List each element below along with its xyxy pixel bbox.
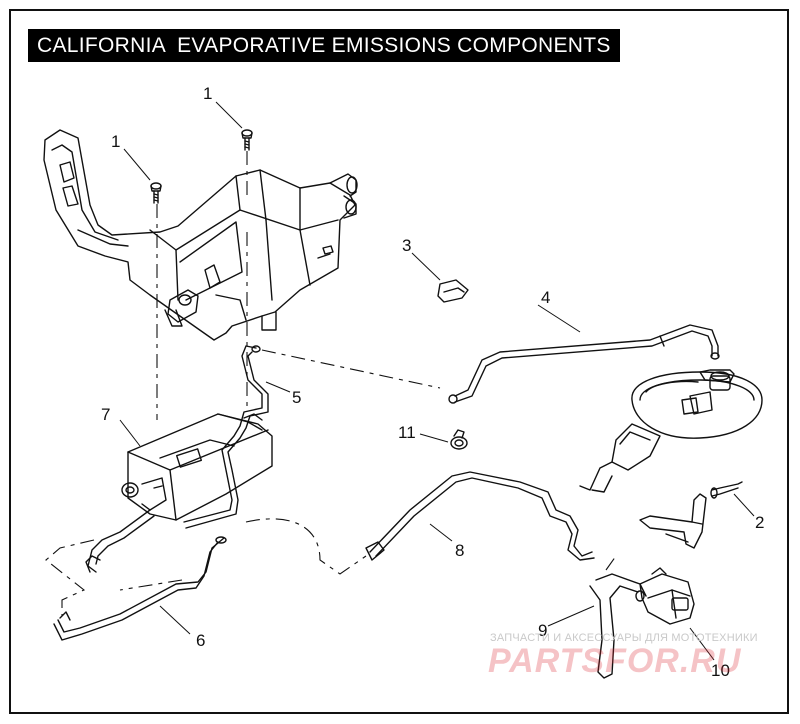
callout-7: 7 <box>101 405 110 424</box>
retaining-clip <box>437 279 469 303</box>
diagram-border <box>9 9 789 714</box>
hose-clamp <box>450 429 468 450</box>
charcoal-canister <box>121 413 273 521</box>
screw-1-lower <box>150 182 162 204</box>
watermark-logo: PARTSFOR.RU <box>488 642 742 680</box>
vent-hose <box>183 345 269 529</box>
callout-10: 10 <box>711 661 730 680</box>
callout-6: 6 <box>196 631 205 650</box>
canister-hose <box>53 509 227 641</box>
callout-5: 5 <box>292 388 301 407</box>
screw-1-upper <box>241 129 253 151</box>
diagram-title: CALIFORNIA EVAPORATIVE EMISSIONS COMPONE… <box>28 29 620 62</box>
callout-11: 11 <box>398 423 416 442</box>
callout-4: 4 <box>541 288 550 307</box>
callout-3: 3 <box>402 236 411 255</box>
purge-hose <box>448 324 720 404</box>
callout-8: 8 <box>455 541 464 560</box>
rollover-valve <box>635 567 695 625</box>
watermark-tagline: ЗАПЧАСТИ И АКСЕССУАРЫ ДЛЯ МОТОТЕХНИКИ <box>490 632 758 644</box>
bracket-and-screw <box>639 481 743 549</box>
tank-vent-hose <box>365 471 595 561</box>
callout-1-upper: 1 <box>203 84 212 103</box>
leader-lines <box>119 101 755 661</box>
callout-1-lower: 1 <box>111 132 120 151</box>
canister-bracket <box>43 129 358 341</box>
callout-9: 9 <box>538 621 547 640</box>
callout-2: 2 <box>755 513 764 532</box>
valve-hose <box>589 573 647 679</box>
air-cleaner-backplate <box>579 369 763 493</box>
alignment-lines <box>45 151 617 616</box>
